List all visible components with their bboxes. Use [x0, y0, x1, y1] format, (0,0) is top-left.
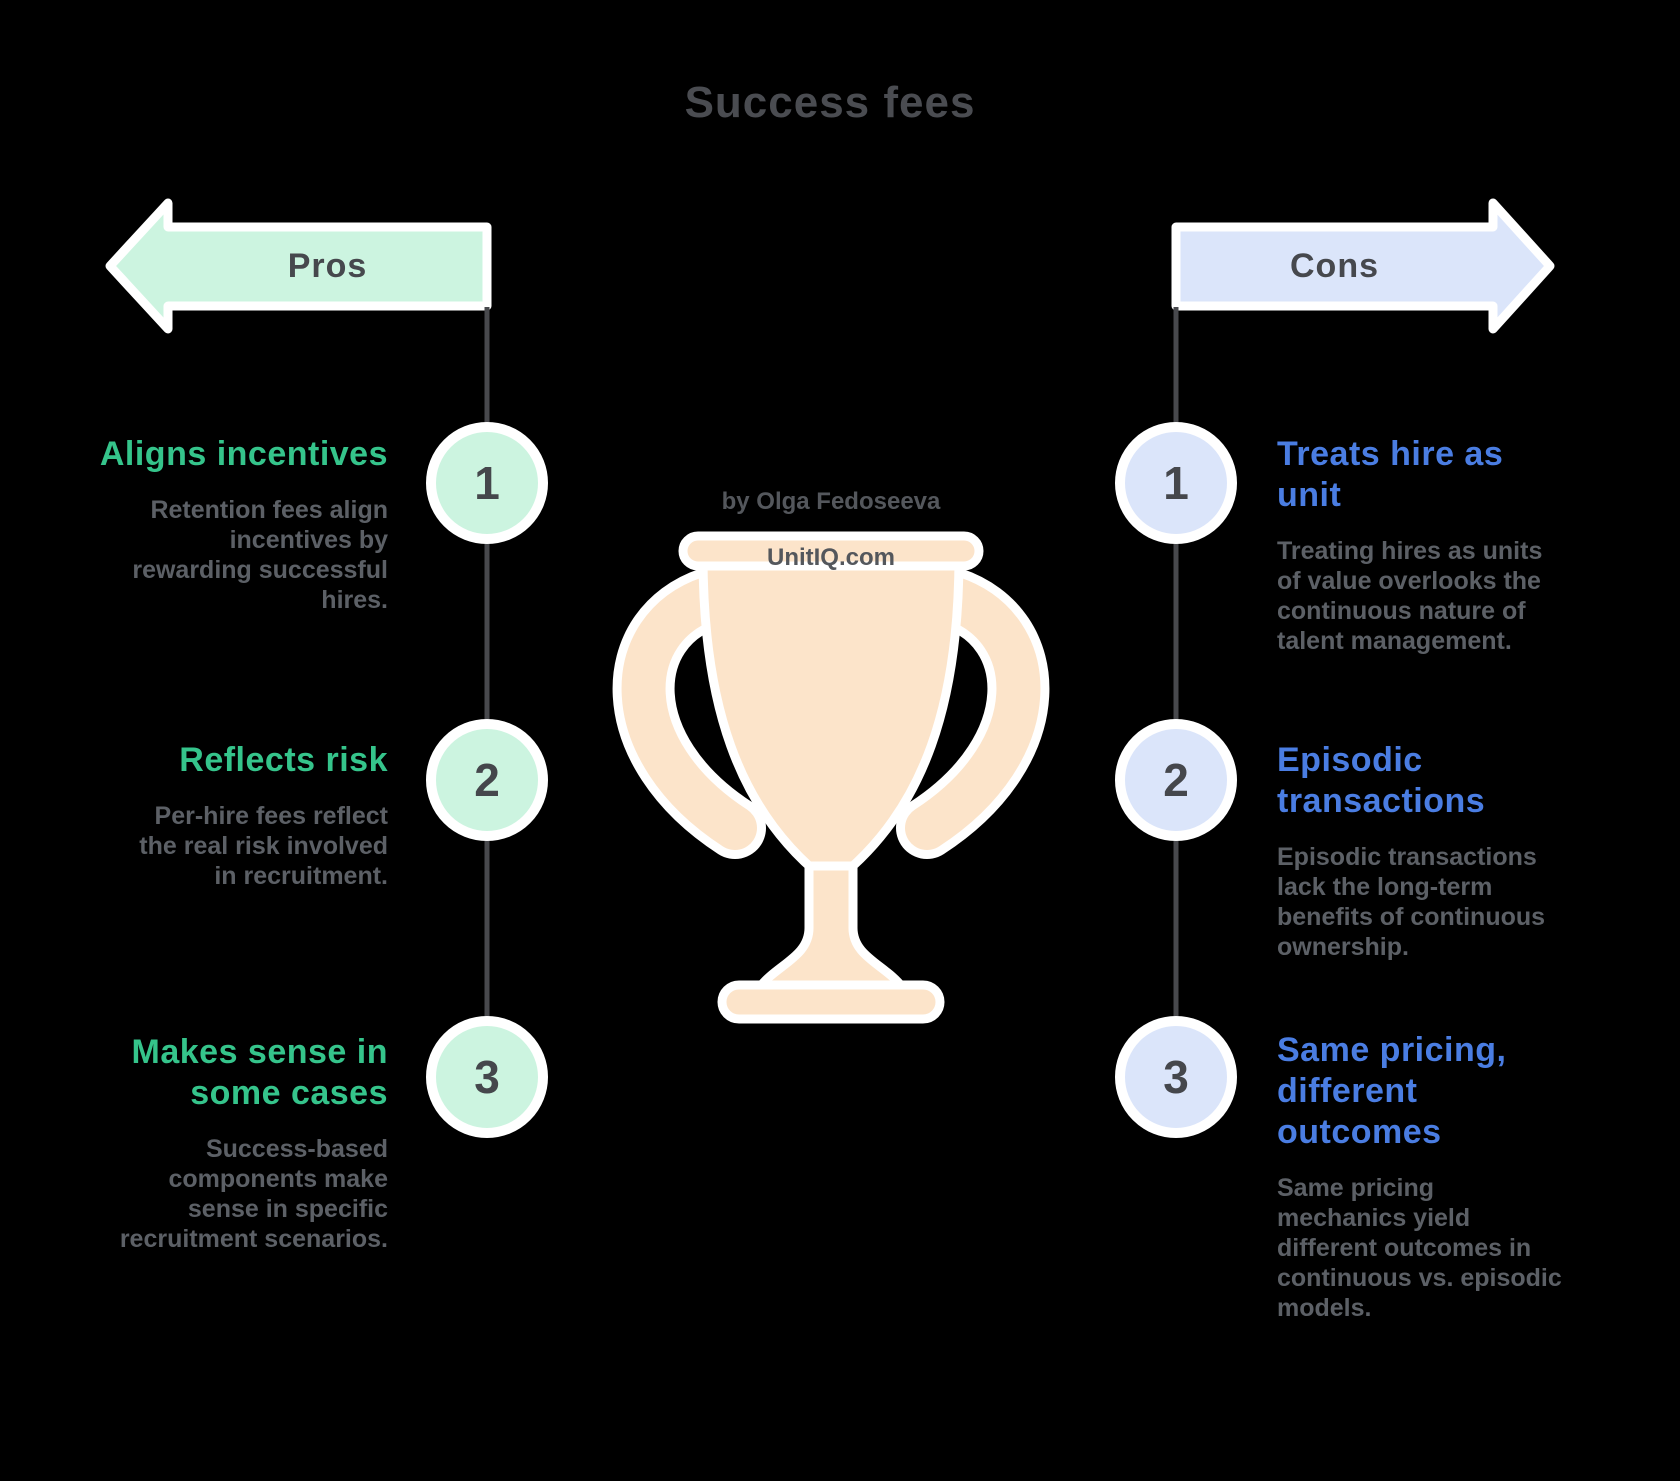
pros-item-1-description: Retention fees align incentives by rewar… [132, 496, 388, 614]
cons-item-3-heading: Same pricing, different outcomes [1277, 1031, 1507, 1151]
pros-step-number-3: 3 [474, 1051, 500, 1103]
pros-arrow-shape [105, 198, 492, 334]
pros-step-number-1: 1 [474, 457, 500, 509]
cons-item-3-description: Same pricing mechanics yield different o… [1277, 1174, 1562, 1322]
cons-item-2: Episodic transactions Episodic transacti… [1277, 740, 1597, 962]
trophy-rim [678, 531, 984, 571]
cons-item-1-description: Treating hires as units of value overloo… [1277, 537, 1543, 655]
pros-item-2-description: Per-hire fees reflect the real risk invo… [139, 802, 388, 890]
cons-item-3: Same pricing, different outcomes Same pr… [1277, 1030, 1597, 1323]
pros-step-circle-1 [426, 422, 548, 544]
cons-arrow-shape [1171, 198, 1555, 334]
cons-step-circle-1 [1115, 422, 1237, 544]
cons-step-number-1: 1 [1163, 457, 1189, 509]
pros-item-2: Reflects risk Per-hire fees reflect the … [68, 740, 388, 891]
pros-step-circle-2 [426, 719, 548, 841]
cons-arrow-label: Cons [1290, 247, 1379, 285]
cons-step-number-3: 3 [1163, 1051, 1189, 1103]
author-credit-line2: UnitIQ.com [766, 544, 895, 571]
pros-item-3-heading: Makes sense in some cases [131, 1033, 388, 1112]
cons-step-number-2: 2 [1163, 754, 1189, 806]
cons-step-circle-2 [1115, 719, 1237, 841]
pros-item-2-heading: Reflects risk [179, 741, 388, 779]
author-credit: by Olga Fedoseeva UnitIQ.com [681, 460, 981, 600]
pros-item-1-heading: Aligns incentives [99, 435, 388, 473]
cons-step-circle-3 [1115, 1016, 1237, 1138]
cons-item-1: Treats hire as unit Treating hires as un… [1277, 434, 1597, 656]
trophy-stem [754, 861, 908, 993]
cons-item-2-heading: Episodic transactions [1277, 741, 1486, 820]
cons-item-2-description: Episodic transactions lack the long-term… [1277, 843, 1546, 961]
pros-arrow-label: Pros [287, 247, 368, 285]
pros-item-3: Makes sense in some cases Success-based … [68, 1032, 388, 1254]
cons-item-1-heading: Treats hire as unit [1277, 435, 1504, 514]
pros-item-3-description: Success-based components make sense in s… [119, 1135, 388, 1253]
pros-item-1: Aligns incentives Retention fees align i… [68, 434, 388, 615]
page-title: Success fees [684, 78, 976, 127]
author-credit-line1: by Olga Fedoseeva [721, 488, 941, 515]
trophy-icon [612, 531, 1050, 1024]
pros-step-number-2: 2 [474, 754, 500, 806]
pros-step-circle-3 [426, 1016, 548, 1138]
trophy-base [717, 980, 945, 1024]
